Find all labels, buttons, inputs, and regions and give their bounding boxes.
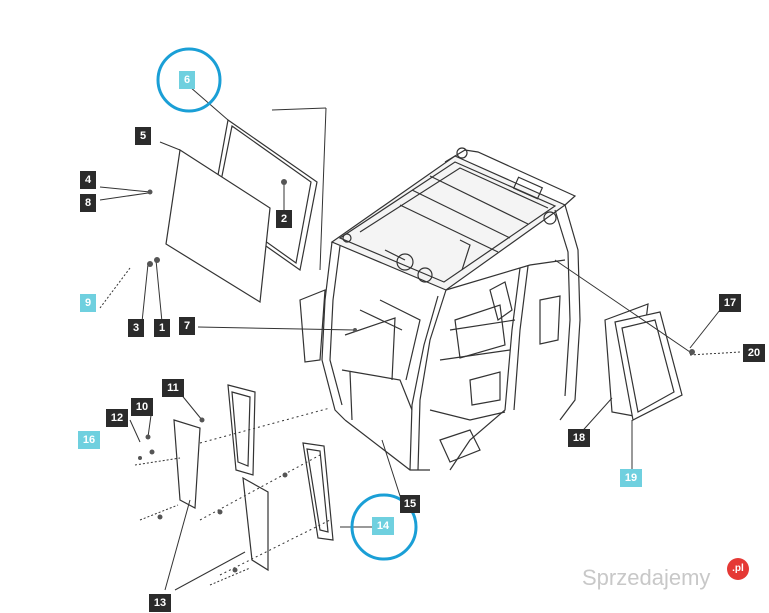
part-label-4: 4 [80,171,96,189]
watermark-text: Sprzedajemy [582,565,711,590]
fasteners [138,179,695,573]
part-label-5: 5 [135,127,151,145]
part-label-9: 9 [80,294,96,312]
part-label-12: 12 [106,409,128,427]
cab-frame [299,147,581,471]
part-label-8: 8 [80,194,96,212]
part-label-11: 11 [162,379,184,397]
watermark-badge: .pl [727,558,749,580]
part-label-1: 1 [154,319,170,337]
part-label-15: 15 [400,495,420,513]
part-label-6: 6 [179,71,195,89]
part-label-14: 14 [372,517,394,535]
part-label-17: 17 [719,294,741,312]
part-label-16: 16 [78,431,100,449]
highlight-circle-14 [350,493,418,561]
part-label-10: 10 [131,398,153,416]
part-label-3: 3 [128,319,144,337]
glass-panels [165,118,683,572]
part-label-2: 2 [276,210,292,228]
part-label-20: 20 [743,344,765,362]
part-label-18: 18 [568,429,590,447]
highlight-circles [156,47,418,561]
part-label-7: 7 [179,317,195,335]
part-label-19: 19 [620,469,642,487]
part-label-13: 13 [149,594,171,612]
highlight-circle-6 [156,47,222,113]
